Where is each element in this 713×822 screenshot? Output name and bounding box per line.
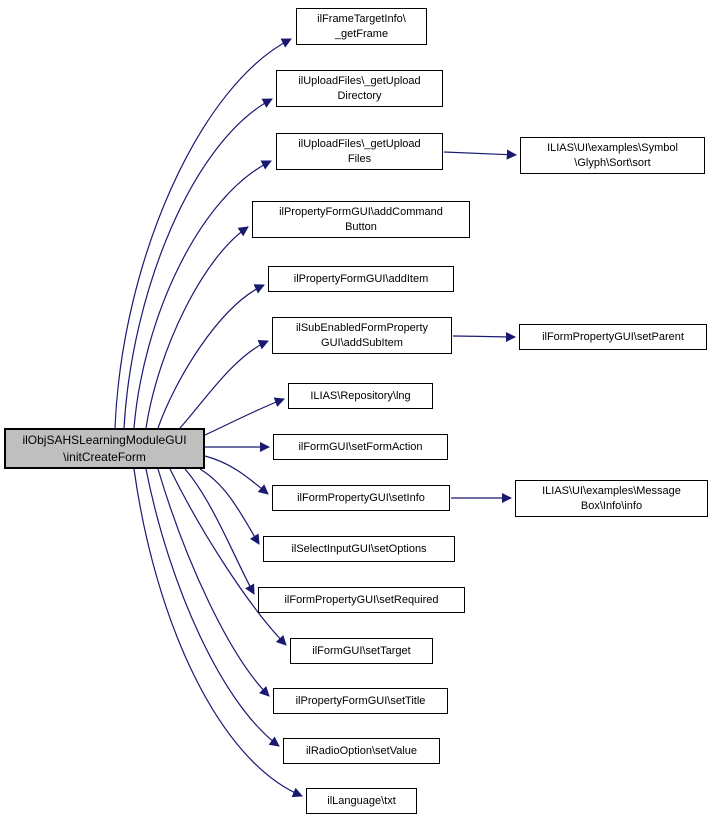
node-setinfo-label: ilFormPropertyGUI\setInfo	[297, 491, 425, 504]
node-getuploadfiles-label: ilUploadFiles\_getUpload Files	[298, 137, 421, 165]
node-setformaction[interactable]: ilFormGUI\setFormAction	[273, 434, 448, 460]
node-getuploaddir[interactable]: ilUploadFiles\_getUpload Directory	[276, 70, 443, 107]
node-info-label: ILIAS\UI\examples\Message Box\Info\info	[542, 484, 681, 512]
node-setrequired-label: ilFormPropertyGUI\setRequired	[284, 593, 439, 606]
node-getframe-label: ilFrameTargetInfo\ _getFrame	[317, 12, 406, 40]
edge-root-additem	[157, 284, 265, 429]
node-lng[interactable]: ILIAS\Repository\lng	[288, 383, 433, 409]
node-setvalue[interactable]: ilRadioOption\setValue	[283, 738, 440, 764]
edge-root-settitle	[157, 468, 270, 697]
node-setvalue-label: ilRadioOption\setValue	[305, 744, 418, 757]
node-txt-label: ilLanguage\txt	[327, 794, 396, 807]
node-setparent[interactable]: ilFormPropertyGUI\setParent	[519, 324, 707, 350]
node-getuploadfiles[interactable]: ilUploadFiles\_getUpload Files	[276, 133, 443, 170]
edge-getuploadfiles-sort	[443, 149, 518, 160]
edge-root-setrequired	[184, 468, 255, 595]
node-settarget-label: ilFormGUI\setTarget	[312, 644, 411, 657]
node-setinfo[interactable]: ilFormPropertyGUI\setInfo	[272, 485, 450, 511]
edge-root-setoptions	[199, 468, 260, 545]
edge-root-getuploadfiles	[133, 160, 272, 429]
node-getuploaddir-label: ilUploadFiles\_getUpload Directory	[298, 74, 421, 102]
node-addcommandbutton[interactable]: ilPropertyFormGUI\addCommand Button	[252, 201, 470, 238]
edge-root-getframe	[114, 38, 292, 429]
node-root: ilObjSAHSLearningModuleGUI \initCreateFo…	[4, 428, 205, 469]
node-setoptions[interactable]: ilSelectInputGUI\setOptions	[263, 536, 455, 562]
node-setparent-label: ilFormPropertyGUI\setParent	[542, 330, 684, 343]
node-info[interactable]: ILIAS\UI\examples\Message Box\Info\info	[515, 480, 708, 517]
edge-root-txt	[133, 468, 303, 798]
edge-root-getuploaddir	[123, 98, 273, 429]
node-getframe[interactable]: ilFrameTargetInfo\ _getFrame	[296, 8, 427, 45]
node-sort[interactable]: ILIAS\UI\examples\Symbol \Glyph\Sort\sor…	[520, 137, 705, 174]
edge-root-setinfo	[204, 455, 269, 495]
node-additem-label: ilPropertyFormGUI\addItem	[293, 272, 429, 285]
node-addsubitem-label: ilSubEnabledFormProperty GUI\addSubItem	[295, 321, 429, 349]
node-settarget[interactable]: ilFormGUI\setTarget	[290, 638, 433, 664]
edge-root-addcommandbutton	[145, 226, 249, 429]
edge-root-lng	[204, 397, 285, 436]
node-setrequired[interactable]: ilFormPropertyGUI\setRequired	[258, 587, 465, 613]
node-settitle[interactable]: ilPropertyFormGUI\setTitle	[273, 688, 448, 714]
node-setformaction-label: ilFormGUI\setFormAction	[298, 440, 423, 453]
node-sort-label: ILIAS\UI\examples\Symbol \Glyph\Sort\sor…	[547, 141, 678, 169]
node-root-label: ilObjSAHSLearningModuleGUI \initCreateFo…	[22, 433, 187, 464]
node-addsubitem[interactable]: ilSubEnabledFormProperty GUI\addSubItem	[272, 317, 452, 354]
node-addcommandbutton-label: ilPropertyFormGUI\addCommand Button	[279, 205, 443, 233]
edge-addsubitem-setparent	[452, 331, 517, 343]
edge-root-settarget	[169, 468, 287, 646]
node-lng-label: ILIAS\Repository\lng	[310, 389, 411, 402]
node-settitle-label: ilPropertyFormGUI\setTitle	[295, 694, 426, 707]
edge-root-addsubitem	[179, 340, 269, 429]
edge-root-setvalue	[145, 468, 280, 747]
node-additem[interactable]: ilPropertyFormGUI\addItem	[268, 266, 454, 292]
node-setoptions-label: ilSelectInputGUI\setOptions	[291, 542, 427, 555]
node-txt[interactable]: ilLanguage\txt	[306, 788, 417, 814]
